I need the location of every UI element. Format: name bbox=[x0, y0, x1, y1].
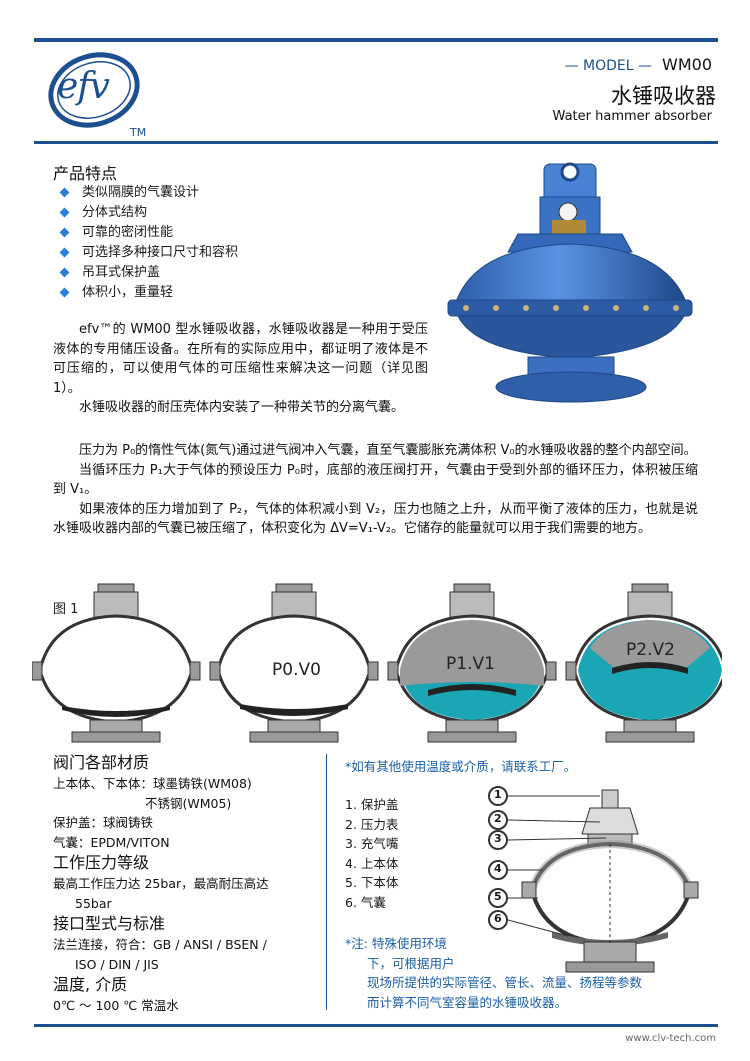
stage-label: P1.V1 bbox=[446, 654, 495, 674]
materials-section: 阀门各部材质 上本体、下本体：球墨铸铁(WM08) 不锈钢(WM05) 保护盖：… bbox=[53, 752, 269, 1016]
materials-heading: 阀门各部材质 bbox=[53, 753, 150, 772]
trademark-mark: TM bbox=[130, 126, 147, 139]
feature-item: 体积小，重量轻 bbox=[58, 283, 238, 303]
temperature-line: 0℃ ～ 100 ℃ 常温水 bbox=[53, 998, 179, 1013]
stage-empty bbox=[30, 582, 202, 744]
stage-p1 bbox=[386, 582, 558, 744]
temperature-heading: 温度, 介质 bbox=[53, 975, 128, 994]
feature-item: 分体式结构 bbox=[58, 203, 238, 223]
header-rule bbox=[34, 141, 718, 144]
footer-url[interactable]: www.clv-tech.com bbox=[625, 1033, 716, 1044]
part-item: 6. 气囊 bbox=[345, 894, 386, 910]
page-subtitle: Water hammer absorber bbox=[552, 109, 712, 124]
model-label: — MODEL — bbox=[564, 58, 653, 74]
features-heading: 产品特点 bbox=[53, 164, 118, 183]
part-item: 4. 上本体 bbox=[345, 855, 399, 871]
callout-label: 1 bbox=[494, 788, 502, 801]
connection-line: ISO / DIN / JIS bbox=[75, 956, 159, 972]
callout-label: 4 bbox=[494, 862, 502, 875]
part-item: 2. 压力表 bbox=[345, 816, 399, 832]
part-item: 3. 充气嘴 bbox=[345, 836, 399, 851]
note-line: *注: 特殊使用环境 bbox=[345, 936, 447, 951]
description-paragraph: 如果液体的压力增加到了 P₂，气体的体积减小到 V₂，压力也随之上升，从而平衡了… bbox=[53, 501, 698, 537]
description-body: 压力为 P₀的惰性气体(氮气)通过进气阀冲入气囊，直至气囊膨胀充满体积 V₀的水… bbox=[53, 441, 698, 539]
note-bottom: *注: 特殊使用环境 下，可根据用户 现场所提供的实际管径、管长、流量、扬程等参… bbox=[345, 934, 642, 1012]
description-paragraph: efv™的 WM00 型水锤吸收器，水锤吸收器是一种用于受压液体的专用储压设备。… bbox=[53, 322, 428, 396]
stage-label: P0.V0 bbox=[272, 660, 321, 680]
section-diagram: 1 2 3 4 5 6 bbox=[482, 782, 718, 992]
stage-label: P2.V2 bbox=[626, 640, 675, 660]
column-divider bbox=[326, 754, 327, 1010]
materials-line: 气囊：EPDM/VITON bbox=[53, 834, 170, 850]
page-title: 水锤吸收器 bbox=[611, 84, 716, 108]
callout-label: 6 bbox=[494, 912, 502, 925]
pressure-heading: 工作压力等级 bbox=[53, 853, 150, 872]
model-line: — MODEL — WM00 bbox=[565, 55, 712, 74]
feature-item: 吊耳式保护盖 bbox=[58, 263, 238, 283]
logo-text: efv bbox=[57, 66, 110, 107]
materials-line: 不锈钢(WM05) bbox=[145, 795, 232, 811]
note-line: 下，可根据用户 bbox=[367, 955, 455, 971]
part-item: 5. 下本体 bbox=[345, 875, 399, 890]
product-photo bbox=[436, 152, 716, 422]
note-line: 而计算不同气室容量的水锤吸收器。 bbox=[367, 994, 568, 1010]
top-rule bbox=[34, 38, 718, 42]
pressure-line: 55bar bbox=[75, 895, 112, 911]
figure-caption: 图 1 bbox=[53, 602, 79, 617]
features-list: 类似隔膜的气囊设计 分体式结构 可靠的密闭性能 可选择多种接口尺寸和容积 吊耳式… bbox=[58, 183, 238, 303]
description-paragraph: 水锤吸收器的耐压壳体内安装了一种带关节的分离气囊。 bbox=[79, 400, 405, 415]
pressure-line: 最高工作压力达 25bar，最高耐压高达 bbox=[53, 876, 269, 891]
callout-label: 5 bbox=[494, 890, 502, 903]
connection-heading: 接口型式与标准 bbox=[53, 914, 166, 933]
figure-1: P0.V0 P1.V1 P2.V2 bbox=[30, 578, 736, 748]
footer-rule bbox=[34, 1024, 718, 1027]
stage-p0 bbox=[208, 582, 380, 744]
feature-item: 可靠的密闭性能 bbox=[58, 223, 238, 243]
feature-item: 类似隔膜的气囊设计 bbox=[58, 183, 238, 203]
part-item: 1. 保护盖 bbox=[345, 797, 399, 812]
materials-line: 上本体、下本体：球墨铸铁(WM08) bbox=[53, 776, 252, 791]
model-code: WM00 bbox=[662, 55, 712, 74]
note-line: 现场所提供的实际管径、管长、流量、扬程等参数 bbox=[367, 975, 643, 990]
description-paragraph: 压力为 P₀的惰性气体(氮气)通过进气阀冲入气囊，直至气囊膨胀充满体积 V₀的水… bbox=[79, 443, 697, 458]
logo-icon bbox=[48, 52, 140, 128]
note-top: *如有其他使用温度或介质，请联系工厂。 bbox=[345, 759, 577, 774]
description-intro: efv™的 WM00 型水锤吸收器，水锤吸收器是一种用于受压液体的专用储压设备。… bbox=[53, 320, 428, 418]
feature-item: 可选择多种接口尺寸和容积 bbox=[58, 243, 238, 263]
efv-logo: efv TM bbox=[42, 48, 152, 139]
parts-list: 1. 保护盖 2. 压力表 3. 充气嘴 4. 上本体 5. 下本体 6. 气囊 bbox=[345, 795, 398, 912]
description-paragraph: 当循环压力 P₁大于气体的预设压力 P₀时，底部的液压阀打开，气囊由于受到外部的… bbox=[53, 462, 698, 498]
callout-label: 2 bbox=[494, 812, 502, 825]
connection-line: 法兰连接，符合：GB / ANSI / BSEN / bbox=[53, 937, 267, 952]
materials-line: 保护盖：球阀铸铁 bbox=[53, 815, 154, 830]
callout-label: 3 bbox=[494, 832, 502, 845]
stage-p2 bbox=[564, 582, 736, 744]
